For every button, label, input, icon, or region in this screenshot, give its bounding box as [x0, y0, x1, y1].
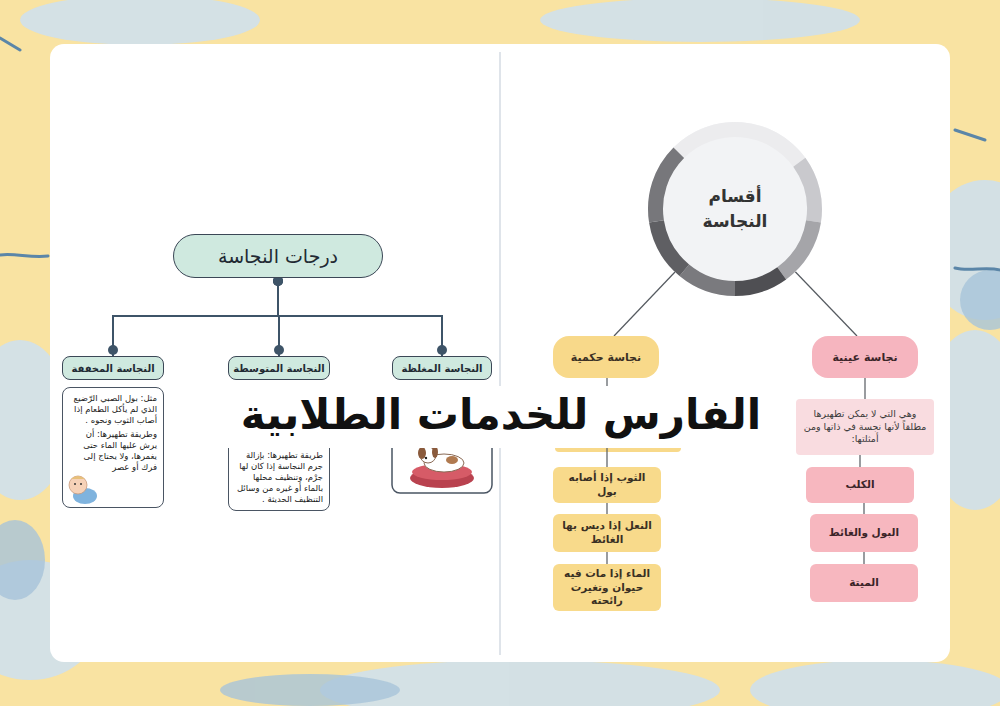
ring-segment — [777, 220, 821, 279]
example-box: البول والغائط — [810, 514, 918, 552]
node-text: النجاسة المتوسطة — [229, 363, 329, 374]
node-text: النجاسة المخففة — [63, 363, 163, 374]
ring-segment — [680, 264, 735, 296]
watermark: الفارس للخدمات الطلابية — [221, 386, 781, 448]
connector — [606, 503, 607, 514]
section-circle: أقسام النجاسة — [647, 121, 823, 297]
circle-outline — [647, 121, 823, 297]
node-text: الكلب — [812, 478, 908, 492]
connector — [278, 278, 442, 356]
node-text: مثل: بول الصبي الرّضيع الذي لم يأكل الطع… — [69, 393, 157, 426]
node-text: النجاسة المغلظة — [393, 363, 491, 374]
node-text: النعل إذا ديس بها الغائط — [559, 519, 655, 546]
node-text: الميتة — [816, 576, 912, 590]
degree-pill: النجاسة المخففة — [62, 356, 164, 380]
node-text: أقسام النجاسة — [647, 184, 823, 235]
example-box: الماء إذا مات فيه حيوان وتغيرت رائحته — [553, 564, 661, 611]
example-box: الكلب — [806, 467, 914, 503]
node-text: الماء إذا مات فيه حيوان وتغيرت رائحته — [559, 567, 655, 608]
info-box: مثل: بول الصبي الرّضيع الذي لم يأكل الطع… — [62, 387, 164, 508]
category-pill: نجاسة عينية — [812, 336, 918, 378]
description-box: وهي التي لا يمكن تطهيرها مطلقاً لأنها نج… — [796, 399, 934, 455]
node-text: وطريقة تطهيرها: أن يرش عليها الماء حتى ي… — [69, 429, 157, 473]
example-box: الميتة — [810, 564, 918, 602]
ring-segment — [648, 147, 684, 222]
degree-pill: النجاسة المتوسطة — [228, 356, 330, 380]
ring-segment — [793, 158, 822, 223]
connector — [278, 278, 279, 356]
junction-dot — [108, 345, 118, 355]
connector — [863, 552, 864, 564]
card — [50, 44, 950, 662]
connector — [614, 272, 675, 336]
connector — [113, 278, 278, 356]
node-text: الثوب إذا أصابه بول — [559, 471, 655, 498]
node-text: البول والغائط — [816, 526, 912, 540]
junction-dot — [437, 345, 447, 355]
node-text: نجاسة حكمية — [553, 351, 659, 364]
category-pill: نجاسة حكمية — [553, 336, 659, 378]
node-text: طريقة تطهيرها: بإزالة جرم النجاسة إذا كا… — [235, 450, 323, 505]
node-text: وهي التي لا يمكن تطهيرها مطلقاً لأنها نج… — [803, 408, 927, 446]
dog-illustration — [410, 446, 474, 488]
ring-segment — [735, 267, 786, 296]
node-text: نجاسة عينية — [812, 351, 918, 364]
connector — [606, 552, 607, 564]
ring-segment — [673, 122, 805, 167]
node-text: درجات النجاسة — [174, 245, 382, 267]
baby-illustration — [66, 473, 100, 505]
connector — [859, 455, 860, 467]
example-box: النعل إذا ديس بها الغائط — [553, 514, 661, 552]
connector — [864, 378, 865, 399]
degree-pill: النجاسة المغلظة — [392, 356, 492, 380]
junction-dot — [274, 345, 284, 355]
ring-segment — [649, 220, 689, 276]
connector — [863, 503, 864, 514]
connector — [795, 272, 857, 336]
circle-fill — [648, 122, 822, 296]
title-pill: درجات النجاسة — [173, 234, 383, 278]
example-box: الثوب إذا أصابه بول — [553, 467, 661, 503]
divider — [499, 52, 501, 655]
